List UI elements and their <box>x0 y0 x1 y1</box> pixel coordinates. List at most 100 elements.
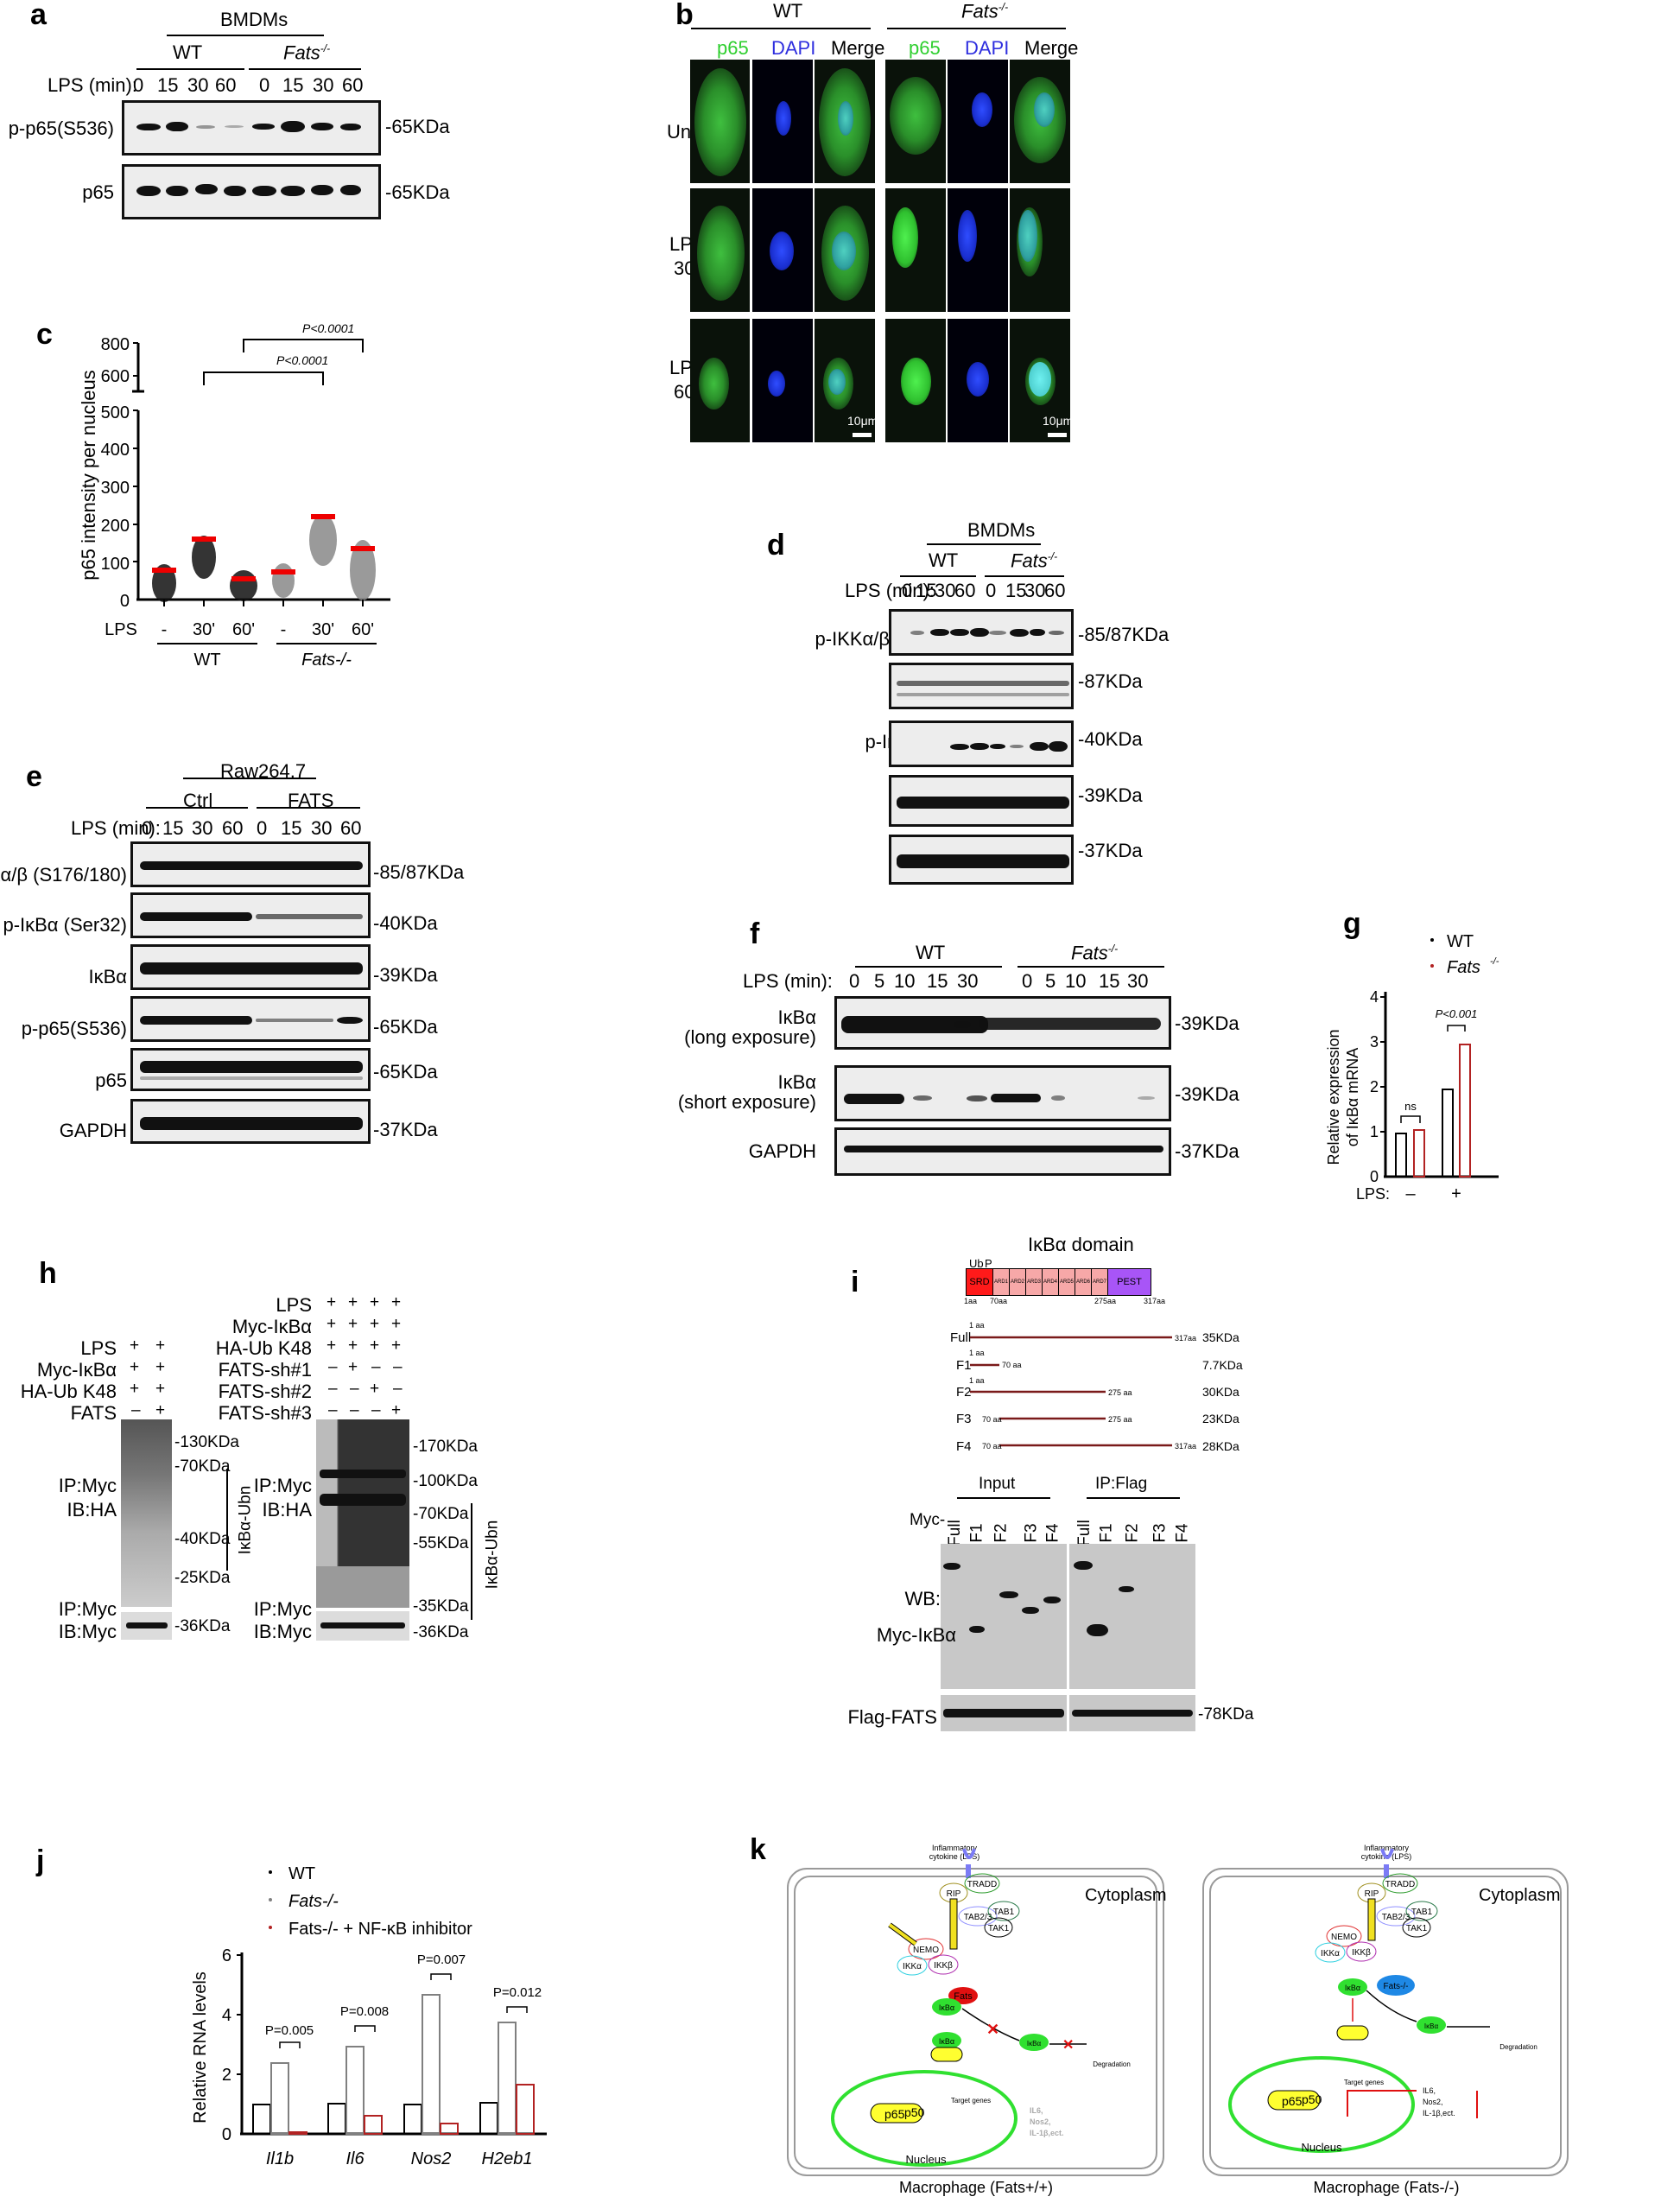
micrograph <box>752 319 813 442</box>
svg-text:TAB1: TAB1 <box>1411 1908 1433 1917</box>
svg-text:F4: F4 <box>956 1439 972 1454</box>
svg-text:6: 6 <box>222 1946 231 1965</box>
panel-label-g: g <box>1343 907 1361 940</box>
svg-text:Nos2,: Nos2, <box>1030 2117 1051 2126</box>
svg-text:RIP: RIP <box>947 1889 961 1899</box>
svg-text:30': 30' <box>312 620 334 639</box>
svg-text:Full: Full <box>950 1330 971 1345</box>
micrograph <box>815 188 875 312</box>
svg-text:LPS: LPS <box>105 620 137 639</box>
micrograph <box>885 319 946 442</box>
blot-row <box>130 996 371 1042</box>
svg-text:-/-: -/- <box>1490 956 1499 967</box>
svg-text:NEMO: NEMO <box>1331 1933 1357 1942</box>
micrograph <box>752 60 813 183</box>
blot-row <box>130 944 371 990</box>
pathway-diagram: Cytoplasm Inflammatory cytokine (LPS) TR… <box>787 1844 1569 2196</box>
loading-blot <box>316 1611 409 1641</box>
svg-text:IKKα: IKKα <box>903 1962 922 1971</box>
svg-text:Fats: Fats <box>1447 958 1480 977</box>
svg-text:p65: p65 <box>884 2107 905 2121</box>
blot-row <box>834 1127 1171 1176</box>
svg-text:Fats-/- + NF-κB inhibitor: Fats-/- + NF-κB inhibitor <box>288 1920 472 1939</box>
svg-text:2: 2 <box>1370 1078 1379 1095</box>
svg-text:1 aa: 1 aa <box>969 1376 985 1385</box>
svg-text:IL-1β,ect.: IL-1β,ect. <box>1030 2129 1064 2137</box>
svg-text:TRADD: TRADD <box>1385 1880 1415 1889</box>
svg-text:LPS:: LPS: <box>1356 1185 1390 1201</box>
svg-text:70 aa: 70 aa <box>1002 1361 1022 1369</box>
svg-text:7.7KDa: 7.7KDa <box>1202 1358 1243 1372</box>
svg-text:Degradation: Degradation <box>1499 2043 1537 2051</box>
svg-text:Fats: Fats <box>954 1991 973 2002</box>
svg-text:p50: p50 <box>904 2105 925 2119</box>
svg-text:500: 500 <box>101 403 130 422</box>
svg-text:ns: ns <box>1404 1100 1417 1113</box>
blot-row <box>834 1065 1171 1121</box>
svg-text:70 aa: 70 aa <box>982 1442 1002 1451</box>
svg-text:Inflammatory: Inflammatory <box>932 1844 978 1852</box>
svg-text:Target genes: Target genes <box>1344 2079 1384 2086</box>
svg-text:0: 0 <box>222 2125 231 2144</box>
svg-text:P<0.001: P<0.001 <box>1436 1007 1478 1020</box>
micrograph <box>752 188 813 312</box>
svg-text:4: 4 <box>1370 988 1379 1006</box>
ubiquitin-blot <box>316 1419 409 1608</box>
svg-text:400: 400 <box>101 441 130 460</box>
svg-text:TAB2/3: TAB2/3 <box>964 1913 992 1922</box>
blot-row <box>130 1048 371 1091</box>
svg-text:30KDa: 30KDa <box>1202 1385 1239 1399</box>
group-fats: Fats-/- <box>961 0 1009 22</box>
svg-text:IKKα: IKKα <box>1321 1949 1340 1959</box>
svg-text:Macrophage (Fats+/+): Macrophage (Fats+/+) <box>899 2179 1053 2196</box>
micrograph: 10μm <box>1010 319 1070 442</box>
svg-text:P=0.008: P=0.008 <box>340 2004 389 2019</box>
micrograph <box>948 188 1008 312</box>
flag-blot <box>1069 1695 1195 1731</box>
micrograph <box>690 60 750 183</box>
micrograph <box>1010 60 1070 183</box>
svg-text:IKKβ: IKKβ <box>934 1961 953 1971</box>
svg-text:0: 0 <box>1370 1168 1379 1185</box>
svg-text:F1: F1 <box>956 1358 972 1373</box>
svg-text:600: 600 <box>101 367 130 386</box>
svg-text:Relative expression: Relative expression <box>1325 1029 1342 1165</box>
svg-text:100: 100 <box>101 555 130 574</box>
svg-text:23KDa: 23KDa <box>1202 1412 1239 1425</box>
svg-text:28KDa: 28KDa <box>1202 1439 1239 1453</box>
svg-text:30': 30' <box>193 620 215 639</box>
blot-row <box>889 721 1074 767</box>
svg-text:IκBα: IκBα <box>939 2037 954 2046</box>
micrograph: 10μm <box>815 319 875 442</box>
svg-text:✕: ✕ <box>986 2021 999 2038</box>
svg-text:RIP: RIP <box>1365 1889 1379 1899</box>
bar-chart-g: WT Fats -/- Relative expression of IκBα … <box>1325 932 1499 1201</box>
svg-text:IL6,: IL6, <box>1030 2106 1043 2115</box>
panel-label-e: e <box>26 760 42 793</box>
svg-text:275 aa: 275 aa <box>1108 1388 1132 1397</box>
svg-text:Nucleus: Nucleus <box>1302 2141 1342 2154</box>
domain-title: IκBα domain <box>1028 1234 1134 1255</box>
svg-text:Nucleus: Nucleus <box>906 2153 947 2166</box>
svg-text:IKKβ: IKKβ <box>1352 1948 1371 1958</box>
panel-label-i: i <box>851 1266 859 1298</box>
svg-text:Cytoplasm: Cytoplasm <box>1085 1886 1166 1905</box>
svg-text:p65 intensity per nucleus: p65 intensity per nucleus <box>78 370 99 580</box>
svg-text:WT: WT <box>288 1864 315 1883</box>
row-label: p65 <box>82 181 114 203</box>
svg-text:Inflammatory: Inflammatory <box>1364 1844 1410 1852</box>
micrograph <box>885 60 946 183</box>
domain-map: SRD ARD1 ARD2 ARD3 ARD4 ARD5 ARD6 ARD7 P… <box>966 1268 1151 1296</box>
svg-text:p65: p65 <box>1282 2094 1303 2108</box>
svg-text:IL-1β,ect.: IL-1β,ect. <box>1423 2109 1455 2117</box>
svg-text:317aa: 317aa <box>1175 1442 1196 1451</box>
panel-label-f: f <box>750 917 760 950</box>
group-fats: Fats-/- <box>283 41 331 64</box>
panel-label-h: h <box>39 1257 57 1290</box>
svg-text:Relative RNA levels: Relative RNA levels <box>191 1971 210 2124</box>
ubiquitin-blot <box>121 1419 172 1607</box>
svg-text:200: 200 <box>101 517 130 536</box>
loading-blot <box>121 1612 172 1640</box>
svg-text:IL6,: IL6, <box>1423 2086 1436 2095</box>
